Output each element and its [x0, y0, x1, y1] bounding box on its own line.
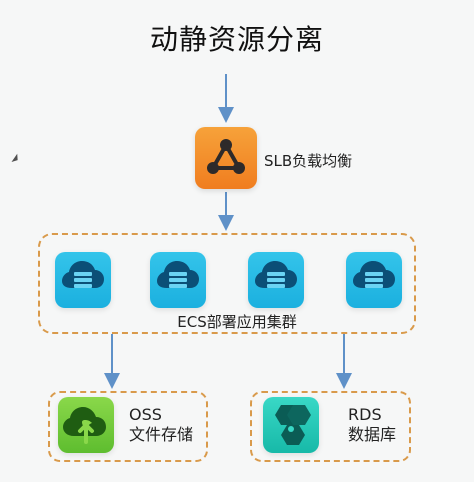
ecs-server-2: [150, 252, 206, 308]
cloud-upload-icon: [63, 407, 106, 444]
cloud-server-icon: [353, 261, 395, 288]
network-share-icon: [207, 139, 245, 174]
slb-node: [195, 127, 257, 189]
rds-text: RDS 数据库: [348, 405, 396, 445]
oss-name: OSS: [129, 405, 162, 424]
rds-name: RDS: [348, 405, 382, 424]
ecs-server-3: [248, 252, 304, 308]
cloud-server-icon: [62, 261, 104, 288]
ecs-label: ECS部署应用集群: [177, 313, 297, 331]
oss-node: [58, 397, 114, 453]
ecs-cluster-group: [38, 233, 416, 334]
slb-label: SLB负载均衡: [264, 152, 353, 170]
rds-node: [263, 397, 319, 453]
oss-group: [48, 391, 208, 462]
ecs-server-4: [346, 252, 402, 308]
oss-text: OSS 文件存储: [129, 405, 193, 445]
cloud-server-icon: [255, 261, 297, 288]
database-hexagon-icon: [275, 405, 311, 445]
rds-group: [250, 391, 411, 462]
rds-description: 数据库: [348, 425, 397, 444]
page-title: 动静资源分离: [149, 23, 324, 56]
oss-description: 文件存储: [129, 425, 194, 444]
cloud-server-icon: [157, 261, 199, 288]
ecs-server-1: [55, 252, 111, 308]
